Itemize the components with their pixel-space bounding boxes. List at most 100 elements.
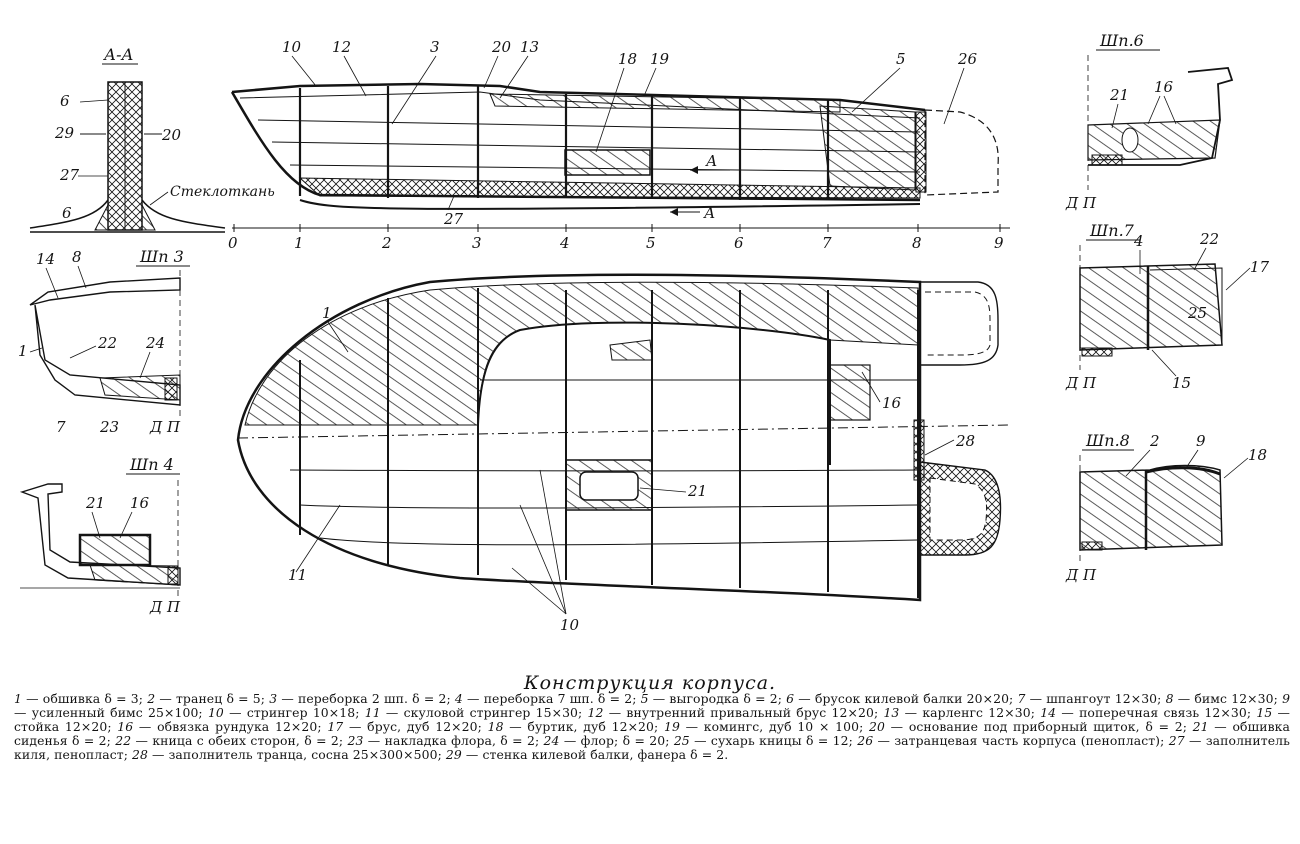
- legend-item-number: 13: [883, 705, 900, 720]
- legend-item-text: заполнитель транца, сосна 25×300×500;: [168, 747, 442, 762]
- shp3-label-8: 8: [72, 248, 82, 266]
- shp7-label-25: 25: [1187, 304, 1207, 322]
- frame-number-5: 5: [646, 234, 656, 252]
- side-bottom-line: [230, 91, 921, 202]
- legend-item-text: обшивка δ = 3;: [42, 691, 144, 706]
- legend-item-number: 19: [663, 719, 680, 734]
- legend-item-number: 14: [1040, 705, 1057, 720]
- shp7-label-4: 4: [1133, 232, 1144, 250]
- section-shp4: Шп 4 21 16 Д П: [19, 455, 181, 616]
- shp3-title: Шп 3: [139, 247, 184, 266]
- legend-item-text: сухарь кницы δ = 12;: [710, 733, 853, 748]
- side-label-12: 12: [332, 38, 351, 56]
- shp6-label-16: 16: [1154, 78, 1174, 96]
- legend-item-text: флор; δ = 20;: [580, 733, 670, 748]
- legend-item-text: кница с обеих сторон, δ = 2;: [152, 733, 344, 748]
- frame-number-6: 6: [734, 234, 744, 252]
- shp7-label-17: 17: [1250, 258, 1270, 276]
- legend-item-number: 24: [543, 733, 560, 748]
- shp8-dp-label: Д П: [1065, 566, 1097, 584]
- side-label-27: 27: [443, 210, 464, 228]
- legend-item-text: стрингер 10×18;: [246, 705, 360, 720]
- plan-view: 1 16 28 21 11 10: [236, 273, 1011, 634]
- shp4-label-16: 16: [130, 494, 150, 512]
- legend-item-text: буртик, дуб 12×20;: [527, 719, 659, 734]
- legend-item-text: стойка 12×20;: [14, 719, 112, 734]
- plan-label-1: 1: [322, 304, 332, 322]
- plan-label-11: 11: [288, 566, 307, 584]
- side-label-10: 10: [282, 38, 302, 56]
- legend-item-text: брусок килевой балки 20×20;: [814, 691, 1014, 706]
- side-label-20: 20: [491, 38, 512, 56]
- legend-item-text: переборка 2 шп. δ = 2;: [297, 691, 451, 706]
- legend-item-text: бимс 12×30;: [1194, 691, 1278, 706]
- frame-number-1: 1: [294, 234, 304, 252]
- shp4-hull-side: [19, 483, 181, 586]
- side-label-13: 13: [520, 38, 539, 56]
- shp6-label-21: 21: [1109, 86, 1129, 104]
- shp8-label-2: 2: [1149, 432, 1160, 450]
- shp3-beam: [29, 277, 181, 306]
- shp7-label-15: 15: [1172, 374, 1191, 392]
- plan-deck-planking: [244, 281, 919, 426]
- legend-item-number: 22: [115, 733, 132, 748]
- section-marker-a-bottom: А: [703, 204, 715, 222]
- aa-label-6-bottom: 6: [62, 204, 72, 222]
- legend-item-number: 26: [857, 733, 874, 748]
- legend-item-text: основание под приборный щиток, δ = 2;: [908, 719, 1187, 734]
- shp8-title: Шп.8: [1085, 431, 1130, 450]
- legend-item-text: затранцевая часть корпуса (пенопласт);: [894, 733, 1165, 748]
- legend-item-number: 15: [1256, 705, 1273, 720]
- section-aa: А-А 6 29 20 27 6 Стеклоткань: [29, 45, 275, 233]
- legend-item-text: накладка флора, δ = 2;: [384, 733, 540, 748]
- legend-item-number: 17: [327, 719, 344, 734]
- legend-item-text: обшивка сиденья δ = 2;: [14, 719, 1290, 748]
- frame-number-2: 2: [381, 234, 392, 252]
- side-label-3: 3: [430, 38, 440, 56]
- legend-item-number: 21: [1192, 719, 1209, 734]
- shp8-label-9: 9: [1196, 432, 1206, 450]
- legend-item-text: стенка килевой балки, фанера δ = 2.: [482, 747, 729, 762]
- legend-item-number: 5: [640, 691, 649, 706]
- shp3-label-1: 1: [18, 342, 28, 360]
- shp3-label-22: 22: [97, 334, 117, 352]
- legend-item-number: 9: [1282, 691, 1291, 706]
- frame-number-0: 0: [228, 234, 238, 252]
- legend-item-number: 27: [1168, 733, 1185, 748]
- legend-item-number: 18: [487, 719, 504, 734]
- shp3-label-7: 7: [56, 418, 66, 436]
- legend-item-number: 10: [207, 705, 224, 720]
- legend-item-number: 29: [445, 747, 462, 762]
- section-shp7: Шп.7 4 22 17 25 15 Д П: [1065, 221, 1270, 392]
- shp4-title: Шп 4: [129, 455, 174, 474]
- hull-construction-drawing: А-А 6 29 20 27 6 Стеклоткань Шп 3 14 8 1…: [18, 31, 1270, 634]
- legend-item-text: поперечная связь 12×30;: [1079, 705, 1252, 720]
- legend-item-number: 2: [147, 691, 156, 706]
- legend-item-text: заполнитель киля, пенопласт;: [14, 733, 1290, 762]
- legend-item-number: 7: [1017, 691, 1026, 706]
- legend-item-number: 6: [786, 691, 795, 706]
- section-shp6: Шп.6 21 16 Д П: [1065, 31, 1234, 212]
- frame-number-9: 9: [994, 234, 1004, 252]
- shp3-label-14: 14: [36, 250, 55, 268]
- plan-label-28: 28: [955, 432, 975, 450]
- shp7-title: Шп.7: [1089, 221, 1135, 240]
- legend-item-number: 20: [869, 719, 885, 734]
- shp3-label-23: 23: [99, 418, 119, 436]
- aa-label-29: 29: [54, 124, 75, 142]
- legend-item-text: обвязка рундука 12×20;: [157, 719, 322, 734]
- shp4-seat-box: [78, 533, 152, 567]
- legend-item-number: 12: [587, 705, 604, 720]
- legend-item-number: 16: [117, 719, 134, 734]
- side-label-5: 5: [896, 50, 906, 68]
- section-shp3: Шп 3 14 8 1 22 24 7 23 Д П: [18, 247, 190, 436]
- frame-number-8: 8: [912, 234, 922, 252]
- legend-item-text: транец δ = 5;: [175, 691, 266, 706]
- legend-item-text: брус, дуб 12×20;: [367, 719, 482, 734]
- section-shp8: Шп.8 2 9 18 Д П: [1065, 431, 1267, 584]
- shp7-dp-label: Д П: [1065, 374, 1097, 392]
- section-marker-a-top: А: [705, 152, 717, 170]
- legend-item-number: 3: [269, 691, 278, 706]
- shp6-seat: [1087, 119, 1221, 161]
- frame-number-7: 7: [822, 234, 832, 252]
